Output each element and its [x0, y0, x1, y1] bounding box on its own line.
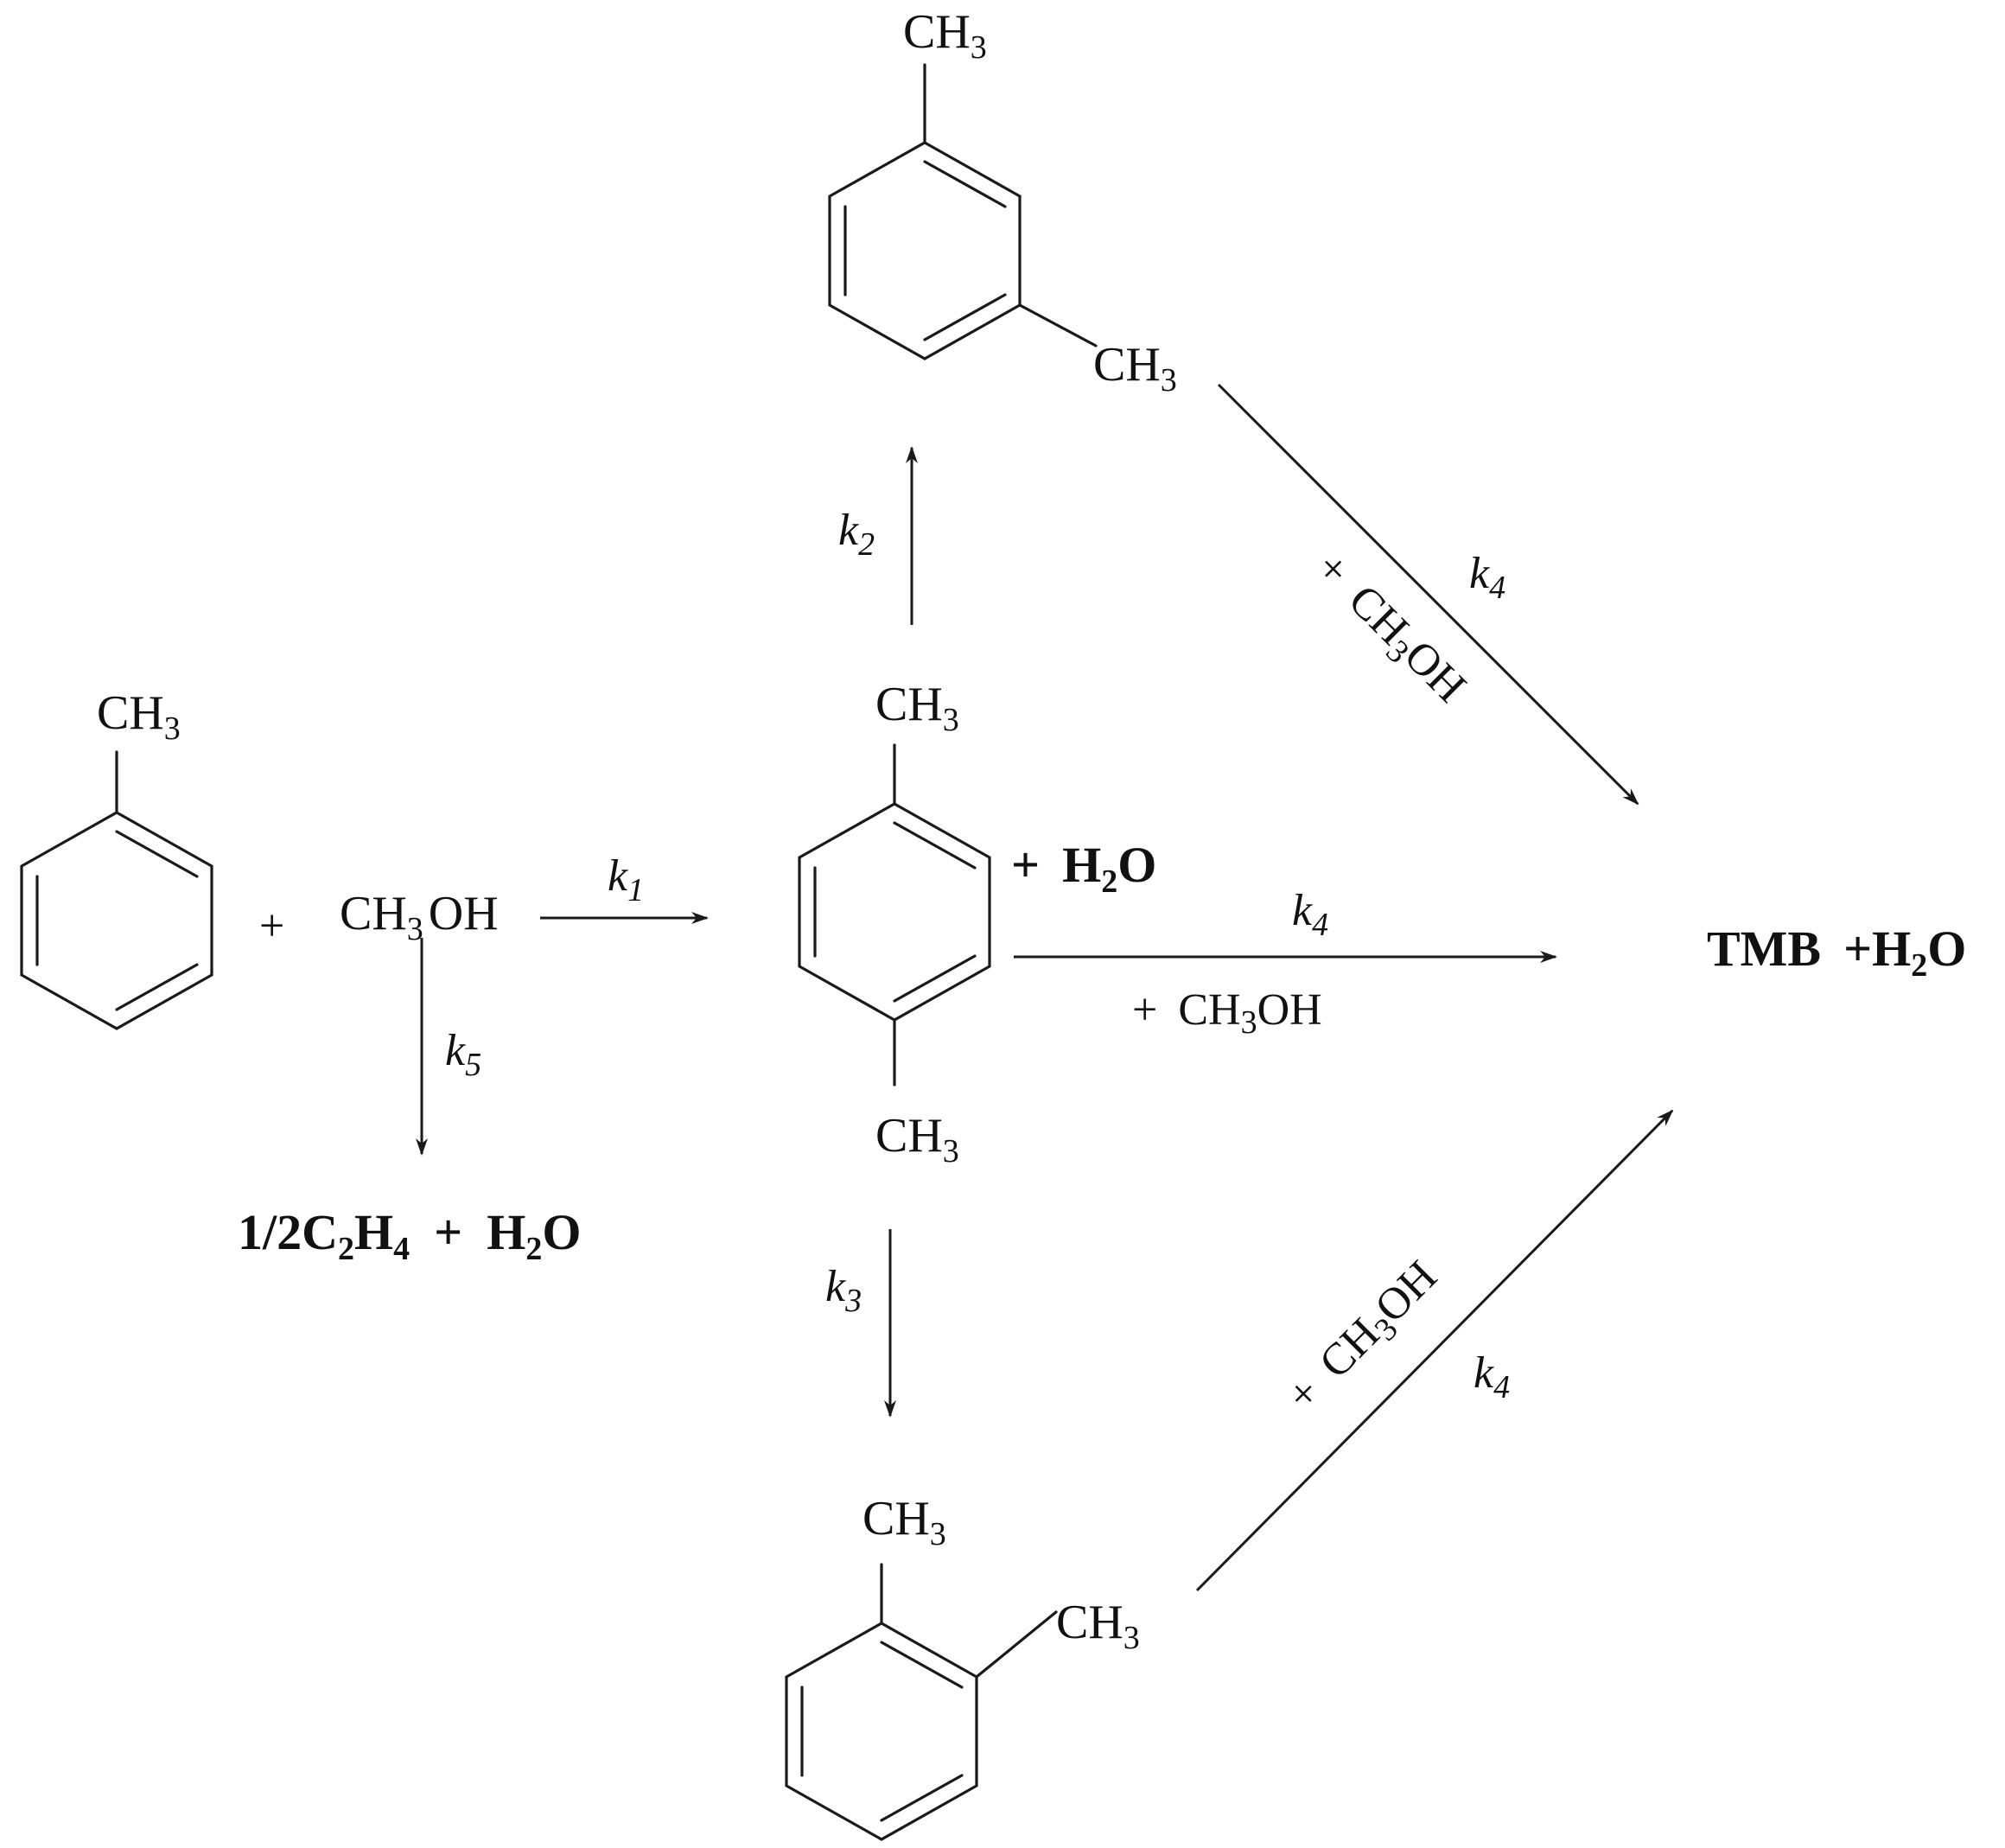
water-coproduct: +H2O [1011, 837, 1156, 900]
k3-label: k3 [825, 1262, 862, 1319]
o-xylene-molecule: CH3 CH3 [785, 1492, 1140, 1841]
arrow-k4-top [1217, 383, 1639, 806]
m-xylene-ring [828, 63, 1098, 360]
m-xylene-top-methyl: CH3 [903, 5, 987, 66]
methanol-middle-label: +CH3OH [1132, 985, 1322, 1041]
p-xylene-ring [798, 743, 991, 1086]
ethylene-water-byproduct: 1/2C2H4+H2O [238, 1204, 581, 1267]
k2-label: k2 [838, 506, 875, 563]
m-xylene-right-methyl: CH3 [1093, 338, 1177, 398]
arrow-k4-bottom [1195, 1109, 1674, 1592]
p-xylene-top-methyl: CH3 [875, 678, 959, 738]
methanol-top-label: +CH3OH [1302, 543, 1476, 717]
k5-label: k5 [445, 1026, 481, 1083]
p-xylene-molecule: CH3 CH3 [798, 678, 991, 1169]
o-xylene-ring [785, 1563, 1058, 1841]
toluene-ring [20, 750, 213, 1030]
k4-middle-label: k4 [1292, 886, 1328, 943]
o-xylene-top-methyl: CH3 [862, 1492, 946, 1552]
k4-bottom-label: k4 [1474, 1348, 1510, 1405]
tmb-product: TMB+H2O [1707, 921, 1966, 984]
m-xylene-molecule: CH3 CH3 [828, 5, 1177, 398]
toluene-methyl-label: CH3 [97, 686, 181, 747]
k1-label: k1 [608, 851, 644, 908]
p-xylene-bottom-methyl: CH3 [875, 1109, 959, 1169]
o-xylene-right-methyl: CH3 [1056, 1596, 1140, 1656]
methanol-bottom-label: +CH3OH [1277, 1252, 1451, 1425]
k4-top-label: k4 [1469, 549, 1505, 606]
reactant-plus: + [259, 902, 284, 951]
toluene-molecule: CH3 [20, 686, 213, 1030]
